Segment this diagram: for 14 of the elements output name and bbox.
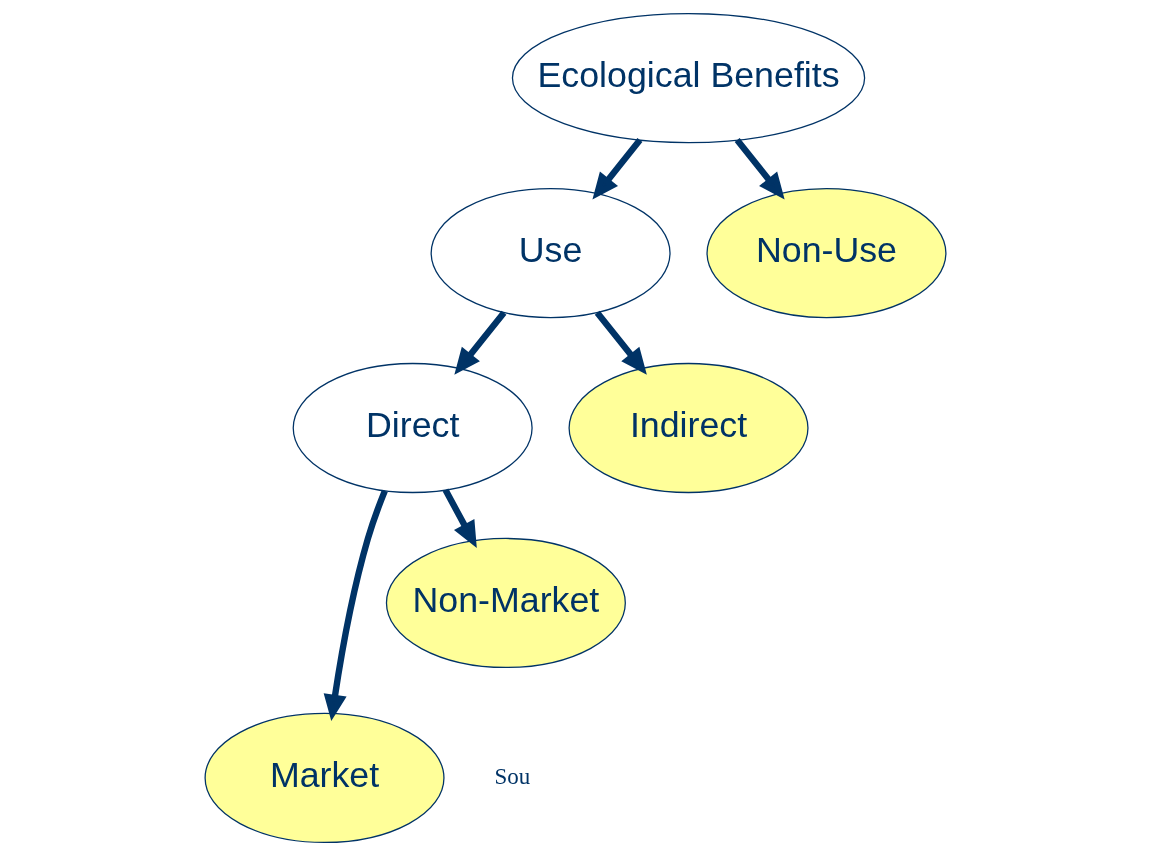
arrow (442, 488, 477, 548)
arrow (453, 310, 506, 375)
arrow (734, 138, 785, 200)
arrow (323, 489, 388, 722)
node-ellipse: Ecological Benefits (511, 12, 865, 144)
node-ellipse: Market (203, 712, 445, 844)
node-ellipse: Direct (292, 362, 533, 494)
arrow (594, 310, 647, 375)
node-ellipse: Use (430, 187, 671, 319)
node-ellipse: Non-Market (385, 537, 626, 669)
node-ellipse: Non-Use (705, 187, 947, 319)
arrow (591, 138, 642, 200)
node-ellipse: Indirect (567, 362, 809, 494)
label: Sou (493, 763, 530, 789)
